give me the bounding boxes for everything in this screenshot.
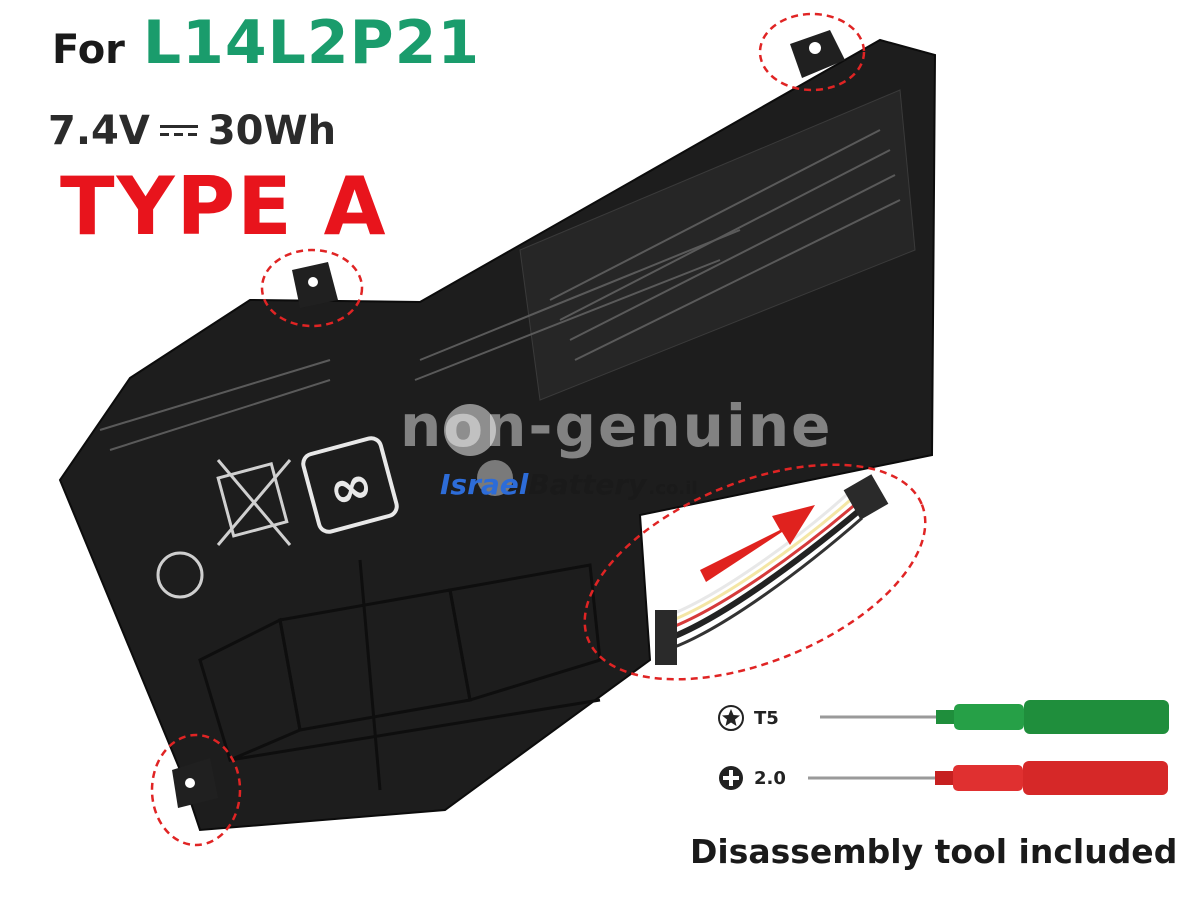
brand-tld: .co.il <box>648 478 698 499</box>
t5-tool-label: T5 <box>718 705 779 731</box>
ph-tool-label: 2.0 <box>718 765 786 791</box>
phillips-cross-icon <box>718 765 744 791</box>
brand-part1: Israel <box>440 468 529 501</box>
brand-part2: Battery <box>528 468 647 501</box>
mount-tab-top <box>790 30 845 78</box>
ph-label: 2.0 <box>754 767 786 789</box>
tools-caption: Disassembly tool included <box>690 832 1178 871</box>
connector-cable <box>655 474 889 665</box>
callout-connector <box>583 463 927 681</box>
watermark-text: non-genuine <box>400 392 833 460</box>
battery-specs: 7.4V 30Wh <box>48 108 336 154</box>
watermark-brand: Israel Battery .co.il <box>440 468 698 501</box>
product-heading: For L14L2P21 <box>52 8 480 78</box>
model-code: L14L2P21 <box>142 8 481 78</box>
voltage-value: 7.4V <box>48 108 150 154</box>
callout-middle-tab <box>260 248 364 328</box>
t5-screwdriver <box>820 700 1169 734</box>
capacity-value: 30Wh <box>207 108 337 154</box>
t5-label: T5 <box>754 707 779 729</box>
phillips-screwdriver <box>808 761 1168 795</box>
callout-top-tab <box>758 12 866 92</box>
for-label: For <box>52 27 125 73</box>
type-badge: TYPE A <box>60 160 388 253</box>
torx-star-icon <box>718 705 744 731</box>
callout-bottom-tab <box>150 733 242 847</box>
connector-arrow <box>700 505 815 582</box>
dc-symbol-icon <box>158 116 200 146</box>
